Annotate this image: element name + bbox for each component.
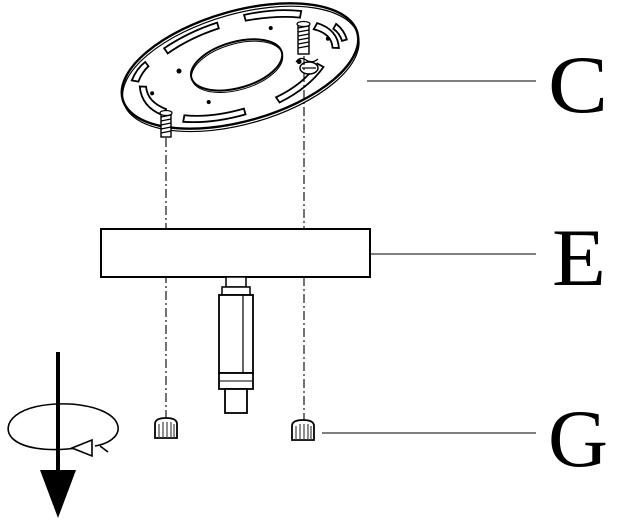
mounting-plate [120, 2, 360, 138]
cap-nut-left [154, 417, 178, 439]
down-arrow-icon [40, 352, 76, 518]
label-e: E [552, 212, 606, 303]
right-mounting-screw [296, 20, 311, 55]
down-rod [218, 276, 254, 414]
label-g: G [548, 393, 608, 484]
canopy [100, 228, 371, 278]
left-mounting-screw [159, 109, 173, 138]
counterclockwise-rotate-icon [7, 403, 119, 458]
leader-lines [322, 80, 536, 434]
cap-nut-right [291, 419, 315, 441]
label-c: C [548, 39, 608, 130]
